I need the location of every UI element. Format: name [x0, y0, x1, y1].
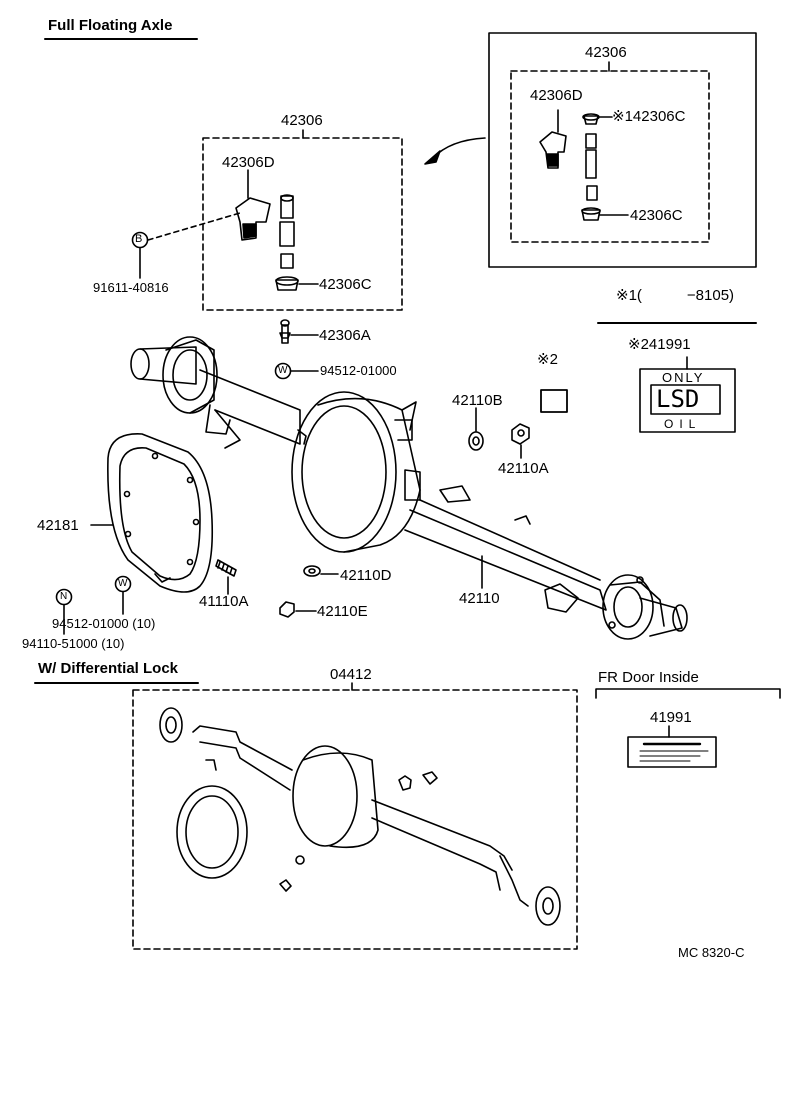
inset-box: [488, 32, 757, 268]
sensor-rod: [275, 194, 299, 291]
w-symbol-bottom: W: [118, 578, 128, 589]
label-42306: 42306: [281, 112, 323, 129]
diff-lock-axle: [159, 707, 561, 926]
inset-bracket: [539, 109, 567, 169]
gasket-42181: [107, 433, 214, 593]
note-2-41991: ※241991: [628, 336, 691, 353]
diagram-code: MC 8320-C: [678, 945, 745, 960]
stud-41110a: [215, 559, 237, 577]
label-42306c-inset-bottom: 42306C: [630, 207, 683, 224]
label-42110: 42110: [459, 590, 500, 607]
screw-42306a: [279, 319, 291, 344]
label-42306c-inset-top: ※142306C: [612, 108, 686, 125]
label-42306c: 42306C: [319, 276, 372, 293]
label-42110a: 42110A: [498, 460, 549, 477]
label-42110e: 42110E: [317, 603, 368, 620]
label-42306d: 42306D: [222, 154, 275, 171]
b-symbol: B: [135, 233, 143, 245]
n-symbol: N: [60, 591, 68, 602]
lsd-plate-bottom: OIL: [664, 417, 702, 431]
label-42110d: 42110D: [340, 567, 392, 584]
label-42306-inset: 42306: [585, 44, 627, 61]
label-41110a: 41110A: [199, 593, 249, 610]
header-fr-door-inside: FR Door Inside: [598, 669, 699, 686]
label-42306a: 42306A: [319, 327, 371, 344]
lsd-plate-top: ONLY: [662, 370, 705, 385]
label-42181: 42181: [37, 517, 79, 534]
header-full-floating-axle: Full Floating Axle: [48, 17, 173, 34]
note2-plate: [540, 389, 568, 413]
label-41991-door: 41991: [650, 709, 692, 726]
label-91611-40816: 91611-40816: [93, 280, 169, 295]
label-42110b: 42110B: [452, 392, 503, 409]
note-2: ※2: [537, 351, 558, 368]
inset-rod: [581, 113, 601, 221]
label-42306d-inset: 42306D: [530, 87, 583, 104]
lsd-plate-center: LSD: [656, 385, 700, 413]
label-94512-01000-bottom: 94512-01000 (10): [52, 616, 156, 631]
label-94512-01000-top: 94512-01000: [320, 363, 397, 378]
door-label-plate: [627, 736, 717, 768]
header-differential-lock: W/ Differential Lock: [38, 660, 179, 677]
bracket-42306d: [235, 169, 271, 241]
label-94110-51000: 94110-51000 (10): [22, 636, 125, 651]
w-symbol-top: W: [278, 365, 288, 376]
note-1: ※1( −8105): [616, 287, 735, 304]
axle-housing: [130, 336, 688, 640]
label-04412: 04412: [330, 666, 372, 683]
arrow: [432, 137, 486, 159]
